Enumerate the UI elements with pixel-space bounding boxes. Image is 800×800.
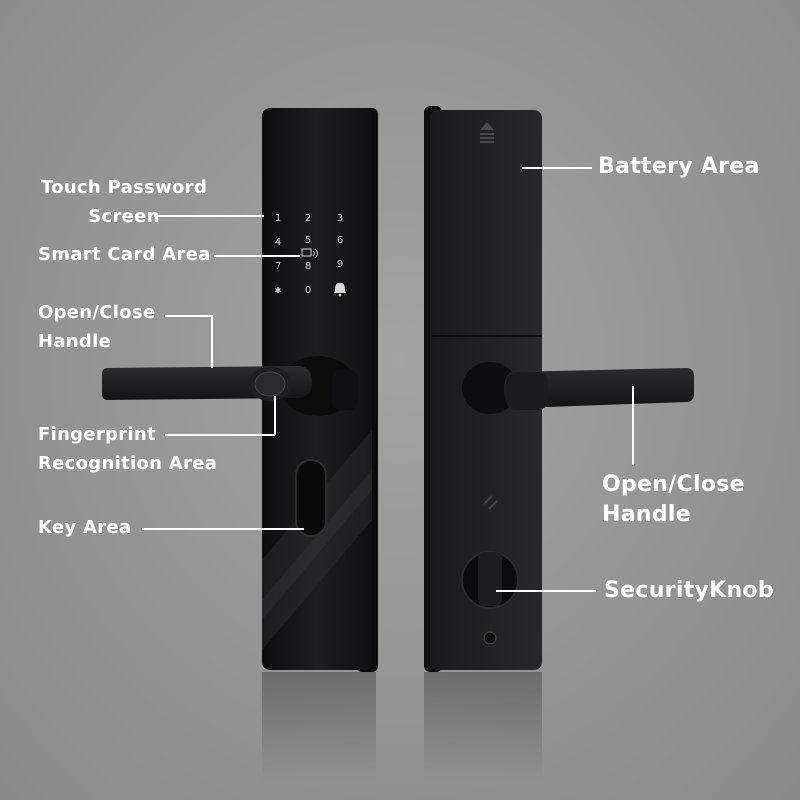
grille-icon [483, 495, 498, 510]
smart-card-label: Smart Card Area [38, 244, 211, 265]
key-area-leader [142, 528, 304, 530]
fingerprint-leader-h [165, 434, 275, 436]
open-close-left-label-line1: Open/Close [38, 302, 156, 323]
open-close-right-label-line1: Open/Close [602, 472, 745, 497]
security-knob-leader [496, 590, 596, 592]
open-close-left-leader-h [165, 315, 212, 317]
open-close-right-leader [632, 386, 634, 465]
card-reader-icon [301, 248, 318, 259]
keypad-key-4[interactable]: 4 [274, 237, 282, 248]
keypad-key-9[interactable]: 9 [336, 259, 344, 270]
fingerprint-leader-v [274, 396, 276, 435]
open-close-right-label-line2: Handle [602, 502, 691, 527]
battery-area-leader [522, 167, 592, 169]
security-knob-label: SecurityKnob [604, 578, 774, 603]
front-lock-reflection [262, 672, 376, 782]
keypad-key-2[interactable]: 2 [304, 213, 312, 224]
key-area-label: Key Area [38, 517, 132, 538]
keypad-key-7[interactable]: 7 [274, 261, 282, 272]
touch-password-label-line2: Screen [88, 206, 160, 227]
smart-card-leader [214, 255, 300, 257]
touch-password-label: Touch Password Screen [38, 173, 210, 231]
keypad-key-0[interactable]: 0 [304, 285, 312, 296]
keypad-key-6[interactable]: 6 [336, 235, 344, 246]
fingerprint-label-line2: Recognition Area [38, 453, 218, 474]
open-close-right-label: Open/Close Handle [602, 470, 745, 530]
open-close-left-leader-v [211, 315, 213, 368]
keypad-key-8[interactable]: 8 [304, 261, 312, 272]
front-lock [102, 108, 378, 672]
touch-password-label-line1: Touch Password [40, 177, 208, 198]
keypad-key-5[interactable]: 5 [304, 235, 312, 246]
keypad-key-star[interactable]: ✱ [274, 286, 282, 295]
fingerprint-label: Fingerprint Recognition Area [38, 420, 217, 478]
keypad-key-1[interactable]: 1 [274, 213, 282, 224]
fingerprint-label-line1: Fingerprint [38, 424, 156, 445]
back-lock [424, 106, 694, 672]
back-lock-reflection [424, 672, 542, 782]
keyhole-icon [483, 631, 497, 645]
eject-arrow-icon [480, 122, 494, 143]
open-close-left-label: Open/Close Handle [38, 298, 155, 356]
bell-icon [334, 283, 346, 297]
battery-area-label: Battery Area [598, 154, 760, 179]
touch-password-leader [154, 215, 264, 217]
key-cylinder [295, 459, 327, 537]
keypad-key-3[interactable]: 3 [336, 213, 344, 224]
open-close-left-label-line2: Handle [38, 331, 112, 352]
